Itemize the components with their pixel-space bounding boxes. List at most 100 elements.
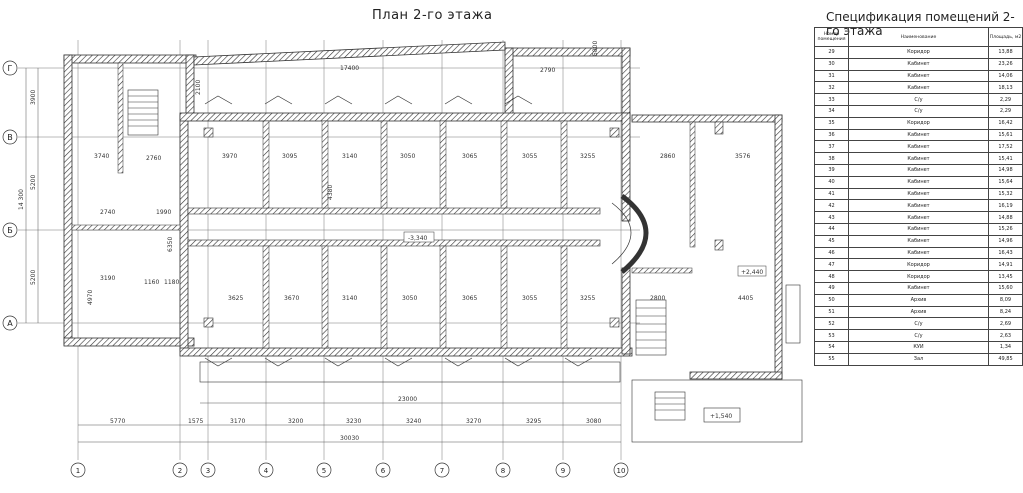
spec-cell-number: 45 [814,234,849,248]
round-bay [620,194,649,274]
dim-top: 5800 [592,41,599,56]
dim-top: 2100 [195,80,202,95]
dim-left-block: 2760 [146,155,161,162]
staircase-right [635,284,801,421]
spec-cell-number: 48 [814,270,849,283]
dim-top: 17400 [340,65,359,72]
dim-room: 3050 [400,153,415,160]
grid-lines [18,40,640,460]
spec-cell-name: Кабинет [848,281,989,295]
dim-left-block: 4970 [87,290,94,305]
window-niches [204,95,593,367]
dim-top: 4380 [327,185,334,200]
spec-cell-number: 32 [814,81,849,95]
spec-cell-area: 14,88 [988,211,1023,224]
spec-cell-area: 1,34 [988,340,1023,354]
dim-room: 2800 [650,295,665,302]
spec-cell-area: 15,32 [988,187,1023,201]
spec-cell-number: 43 [814,211,849,224]
spec-cell-area: 15,64 [988,175,1023,189]
spec-cell-name: С/у [848,93,989,106]
spec-cell-area: 15,41 [988,152,1023,165]
column-axis-label: 2 [178,467,182,475]
spec-cell-area: 16,19 [988,199,1023,213]
column-axis-label: 1 [76,467,80,475]
dim-room: 3095 [282,153,297,160]
entrance-canopy [199,361,803,443]
spec-cell-area: 15,60 [988,281,1023,295]
spec-cell-area: 18,13 [988,81,1023,95]
dim-room: 3055 [522,153,537,160]
spec-cell-number: 46 [814,246,849,260]
spec-cell-name: Коридор [848,46,989,59]
dim-room: 3065 [462,295,477,302]
spec-cell-number: 30 [814,57,849,71]
spec-cell-name: Коридор [848,116,989,130]
outer-walls [63,41,783,380]
dim-room: 3255 [580,295,595,302]
spec-cell-area: 17,52 [988,140,1023,154]
spec-cell-name: Кабинет [848,69,989,83]
spec-header-name: Наименование [848,27,989,47]
column-axis-label: 8 [501,467,505,475]
dim-left-span: 5200 [30,270,37,285]
spec-header-row: Номер помещения Наименование Площадь, м2 [814,27,1023,47]
spec-cell-name: Кабинет [848,81,989,95]
room-partitions [71,62,696,349]
spec-cell-number: 53 [814,329,849,342]
spec-cell-number: 51 [814,305,849,319]
spec-cell-number: 37 [814,140,849,154]
dim-bottom-span: 3240 [406,418,421,425]
spec-cell-number: 29 [814,46,849,59]
spec-cell-area: 49,85 [988,352,1023,366]
spec-cell-number: 41 [814,187,849,201]
dim-left-block: 6350 [167,237,174,252]
dim-left-block: 1160 [144,279,159,286]
spec-cell-number: 44 [814,222,849,236]
dim-room: 3625 [228,295,243,302]
spec-cell-name: Архив [848,293,989,307]
dim-room: 4405 [738,295,753,302]
column-axis-label: 3 [206,467,210,475]
dimension-labels: 5770 1575 3170 3200 3230 3240 3270 3295 … [18,41,767,442]
dim-room: 2860 [660,153,675,160]
column-axis-markers [70,462,629,478]
dim-bottom-span: 1575 [188,418,203,425]
spec-cell-name: Кабинет [848,140,989,154]
spec-cell-name: Кабинет [848,234,989,248]
spec-cell-area: 14,98 [988,163,1023,177]
dim-room: 3050 [402,295,417,302]
staircase-left [127,89,159,136]
spec-cell-area: 2,69 [988,317,1023,331]
spec-cell-name: Кабинет [848,175,989,189]
dim-room: 3670 [284,295,299,302]
dimension-chains [25,68,621,443]
spec-cell-number: 55 [814,352,849,366]
spec-cell-area: 16,42 [988,116,1023,130]
spec-cell-area: 14,91 [988,258,1023,272]
dim-total: 23000 [398,396,417,403]
spec-cell-name: КУИ [848,340,989,354]
dim-bottom-span: 3270 [466,418,481,425]
row-axis-label: В [7,133,13,142]
dim-room: 3970 [222,153,237,160]
spec-cell-name: Зал [848,352,989,366]
spec-cell-number: 34 [814,104,849,118]
row-axis-markers [2,60,18,331]
dim-room: 3140 [342,295,357,302]
dim-room: 3140 [342,153,357,160]
dim-room: 3255 [580,153,595,160]
